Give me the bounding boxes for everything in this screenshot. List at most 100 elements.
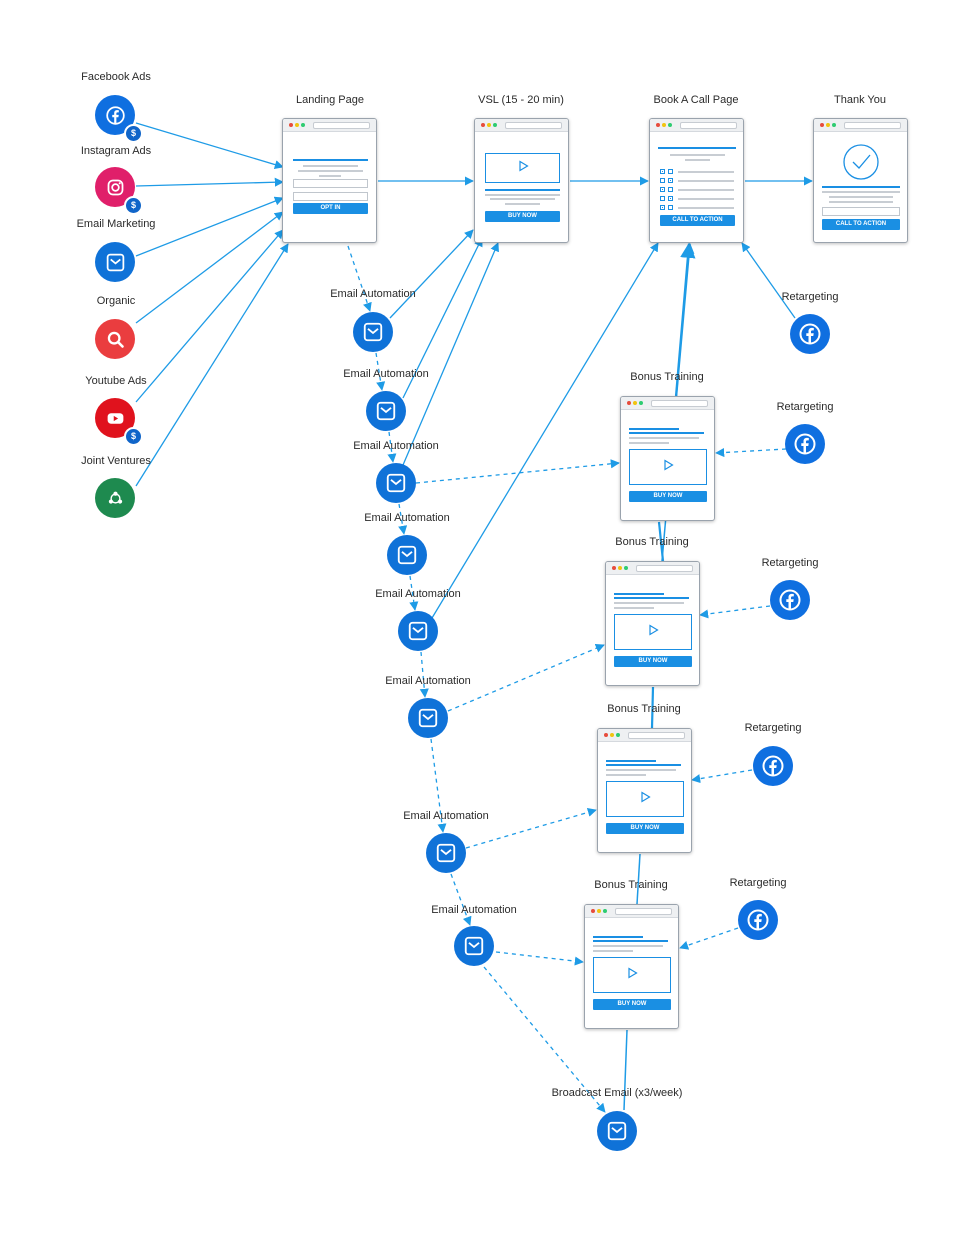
video-player[interactable] (485, 153, 560, 183)
close-dot-icon (820, 123, 824, 127)
close-dot-icon (604, 733, 608, 737)
call-to-action-button[interactable]: CALL TO ACTION (660, 215, 735, 226)
minimize-dot-icon (618, 566, 622, 570)
connector-line (657, 521, 665, 562)
text-line (822, 186, 900, 188)
text-line (606, 769, 676, 771)
retargeting-facebook-node[interactable] (738, 900, 778, 940)
retargeting-facebook-node[interactable] (770, 580, 810, 620)
vsl-page-title: VSL (15 - 20 min) (478, 94, 564, 106)
email-icon (407, 620, 429, 642)
text-line (614, 597, 689, 599)
vsl-page-mockup[interactable]: BUY NOW (474, 118, 569, 243)
connector-arrow (691, 769, 753, 784)
bonus-training-page-mockup[interactable]: BUY NOW (584, 904, 679, 1029)
connector-arrow (495, 951, 584, 966)
browser-bar (621, 397, 714, 410)
checkmark-circle-icon (842, 143, 880, 186)
email-automation-label: Email Automation (403, 810, 489, 822)
buy-now-button[interactable]: BUY NOW (629, 491, 707, 502)
browser-bar (585, 905, 678, 918)
minimize-dot-icon (662, 123, 666, 127)
retargeting-facebook-node[interactable] (790, 314, 830, 354)
maximize-dot-icon (616, 733, 620, 737)
email-automation-node[interactable] (366, 391, 406, 431)
retargeting-facebook-node[interactable] (753, 746, 793, 786)
source-instagram-node[interactable]: $ (95, 167, 143, 215)
connector-line (650, 686, 655, 729)
checkbox[interactable] (668, 187, 673, 192)
broadcast-email-node[interactable] (597, 1111, 637, 1151)
email-automation-node[interactable] (426, 833, 466, 873)
address-bar (651, 400, 708, 407)
bonus-training-page-mockup[interactable]: BUY NOW (597, 728, 692, 853)
browser-bar (650, 119, 743, 132)
email-automation-node[interactable] (398, 611, 438, 651)
opt-in-button[interactable]: OPT IN (293, 203, 368, 214)
retargeting-facebook-node[interactable] (785, 424, 825, 464)
minimize-dot-icon (826, 123, 830, 127)
search-icon (105, 329, 126, 350)
broadcast-email-label: Broadcast Email (x3/week) (551, 1087, 683, 1099)
text-line (678, 180, 734, 182)
bonus-training-page-mockup[interactable]: BUY NOW (620, 396, 715, 521)
source-email-node[interactable] (95, 242, 135, 282)
landing-page-mockup[interactable]: OPT IN (282, 118, 377, 243)
email-automation-node[interactable] (353, 312, 393, 352)
email-automation-label: Email Automation (375, 588, 461, 600)
close-dot-icon (289, 123, 293, 127)
source-facebook-node[interactable]: $ (95, 95, 143, 143)
connector-arrow (699, 605, 771, 619)
text-line (614, 607, 654, 609)
checkbox[interactable] (660, 196, 665, 201)
text-line (485, 189, 560, 191)
email-automation-node[interactable] (376, 463, 416, 503)
book-call-page-mockup[interactable]: CALL TO ACTION (649, 118, 744, 243)
facebook-icon (793, 432, 817, 456)
email-automation-node[interactable] (408, 698, 448, 738)
checkbox[interactable] (668, 178, 673, 183)
facebook-icon (778, 588, 802, 612)
close-dot-icon (481, 123, 485, 127)
video-player[interactable] (614, 614, 692, 650)
video-player[interactable] (593, 957, 671, 993)
buy-now-button[interactable]: BUY NOW (485, 211, 560, 222)
retargeting-label: Retargeting (744, 722, 802, 734)
checkbox[interactable] (660, 205, 665, 210)
text-line (593, 950, 633, 952)
facebook-icon (746, 908, 770, 932)
email-automation-node[interactable] (387, 535, 427, 575)
text-line (685, 159, 710, 161)
email-icon (463, 935, 485, 957)
source-search-node[interactable] (95, 319, 135, 359)
minimize-dot-icon (487, 123, 491, 127)
checkbox[interactable] (668, 169, 673, 174)
bonus-training-page-mockup[interactable]: BUY NOW (605, 561, 700, 686)
checkbox[interactable] (660, 169, 665, 174)
source-youtube-node[interactable]: $ (95, 398, 143, 446)
thank-you-page-mockup[interactable]: CALL TO ACTION (813, 118, 908, 243)
call-to-action-button[interactable]: CALL TO ACTION (822, 219, 900, 230)
email-icon (105, 252, 126, 273)
play-icon (647, 623, 659, 641)
checkbox[interactable] (660, 178, 665, 183)
connector-arrow (402, 242, 499, 466)
buy-now-button[interactable]: BUY NOW (593, 999, 671, 1010)
input-field (822, 207, 900, 216)
minimize-dot-icon (597, 909, 601, 913)
email-automation-label: Email Automation (343, 368, 429, 380)
checkbox[interactable] (660, 187, 665, 192)
source-share-node[interactable] (95, 478, 135, 518)
email-automation-node[interactable] (454, 926, 494, 966)
video-player[interactable] (606, 781, 684, 817)
maximize-dot-icon (832, 123, 836, 127)
text-line (658, 147, 736, 149)
video-player[interactable] (629, 449, 707, 485)
checkbox[interactable] (668, 196, 673, 201)
buy-now-button[interactable]: BUY NOW (606, 823, 684, 834)
text-line (678, 207, 734, 209)
buy-now-button[interactable]: BUY NOW (614, 656, 692, 667)
checkbox[interactable] (668, 205, 673, 210)
text-line (490, 198, 555, 200)
text-line (670, 154, 725, 156)
